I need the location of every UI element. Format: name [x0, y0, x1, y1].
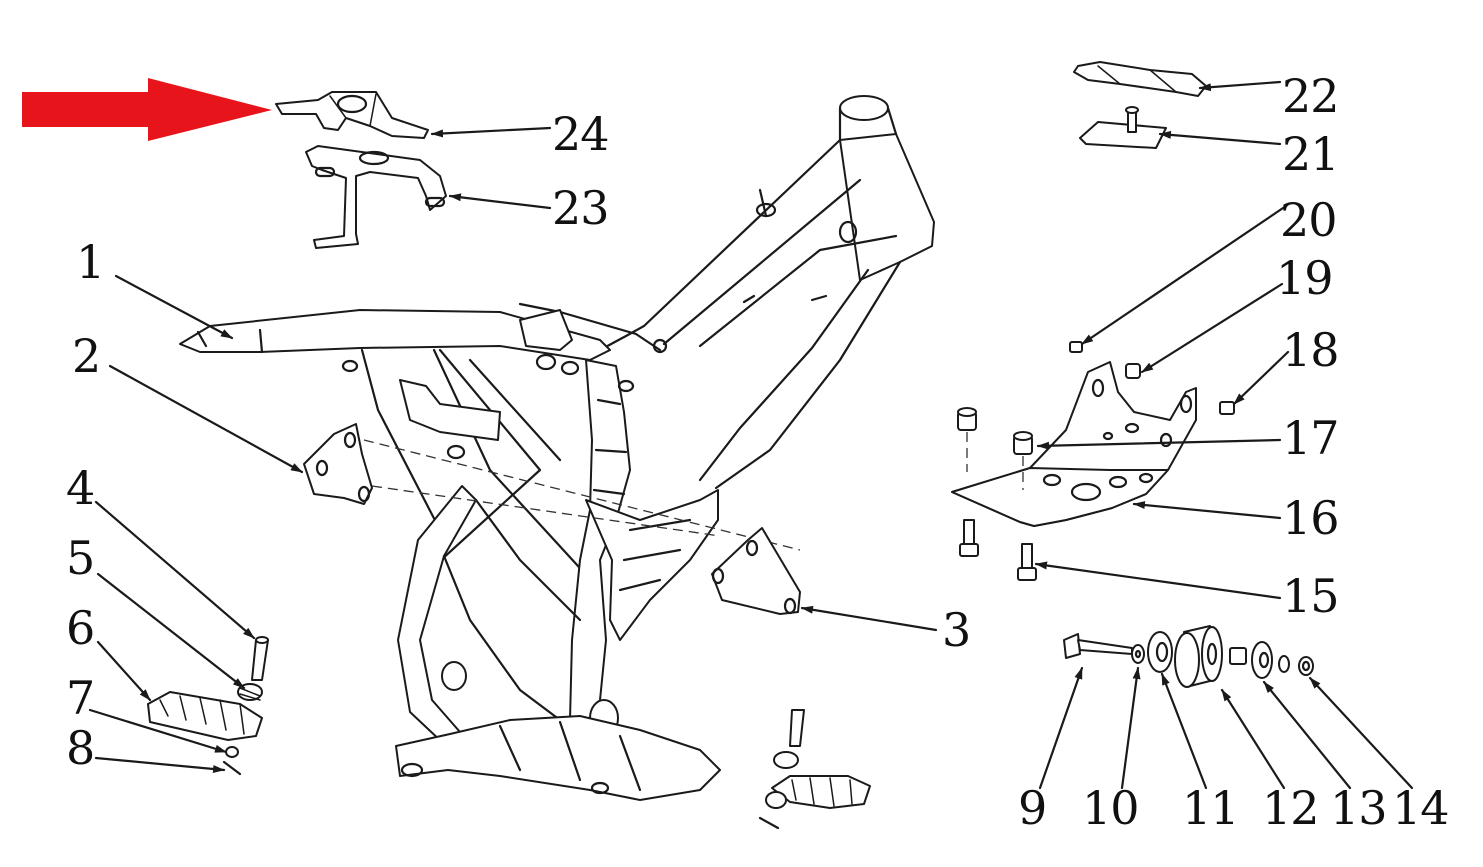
- part-2-side-bracket: [303, 423, 801, 551]
- label-3: 3: [942, 603, 970, 657]
- part-6-footpeg: [147, 691, 263, 741]
- part-4-peg-pin: [251, 636, 269, 681]
- part-1-main-frame: [179, 95, 935, 801]
- part-10-washer: [1131, 644, 1145, 664]
- red-highlight-arrow: [22, 78, 272, 141]
- part-12-roller: [1174, 625, 1223, 688]
- label-10: 10: [1082, 781, 1139, 835]
- label-12: 12: [1262, 781, 1319, 835]
- right-footpeg-assembly: [758, 709, 871, 830]
- part-number-labels: 1 2 3 4 5 6 7 8 9 10 11 12 13 14 15 16 1…: [66, 69, 1450, 835]
- label-2: 2: [72, 329, 100, 383]
- label-24: 24: [552, 107, 609, 161]
- label-22: 22: [1282, 69, 1339, 123]
- part-22-plate: [1073, 61, 1207, 97]
- part-19-bushing: [1125, 363, 1141, 379]
- part-11-spacer-ring: [1147, 631, 1173, 673]
- label-1: 1: [76, 235, 104, 289]
- part-7-washer: [225, 746, 239, 758]
- part-18-bolt: [1219, 401, 1235, 415]
- part-14-washer: [1278, 655, 1314, 676]
- leader-lines: [88, 80, 1414, 790]
- part-17-spacers: [957, 407, 1033, 490]
- label-4: 4: [66, 461, 94, 515]
- part-23-lower-bracket: [305, 145, 447, 249]
- label-13: 13: [1330, 781, 1387, 835]
- label-15: 15: [1282, 569, 1339, 623]
- label-20: 20: [1280, 193, 1337, 247]
- part-16-skid-plate: [951, 361, 1197, 527]
- part-13-collar: [1229, 641, 1273, 679]
- label-23: 23: [552, 181, 609, 235]
- part-3-side-bracket: [711, 527, 801, 615]
- label-16: 16: [1282, 491, 1339, 545]
- part-21-plate-with-stud: [1079, 106, 1167, 149]
- part-9-long-bolt: [1063, 633, 1133, 659]
- label-8: 8: [66, 721, 94, 775]
- part-15-bolts: [959, 519, 1037, 581]
- label-19: 19: [1276, 251, 1333, 305]
- label-14: 14: [1392, 781, 1449, 835]
- part-8-cotter-pin: [222, 760, 242, 776]
- part-20-bushing: [1069, 341, 1083, 353]
- label-21: 21: [1282, 127, 1339, 181]
- part-24-top-bracket: [275, 91, 429, 139]
- label-11: 11: [1182, 781, 1239, 835]
- label-5: 5: [66, 531, 94, 585]
- label-17: 17: [1282, 411, 1339, 465]
- label-6: 6: [66, 601, 94, 655]
- label-7: 7: [66, 671, 94, 725]
- label-18: 18: [1282, 323, 1339, 377]
- label-9: 9: [1018, 781, 1046, 835]
